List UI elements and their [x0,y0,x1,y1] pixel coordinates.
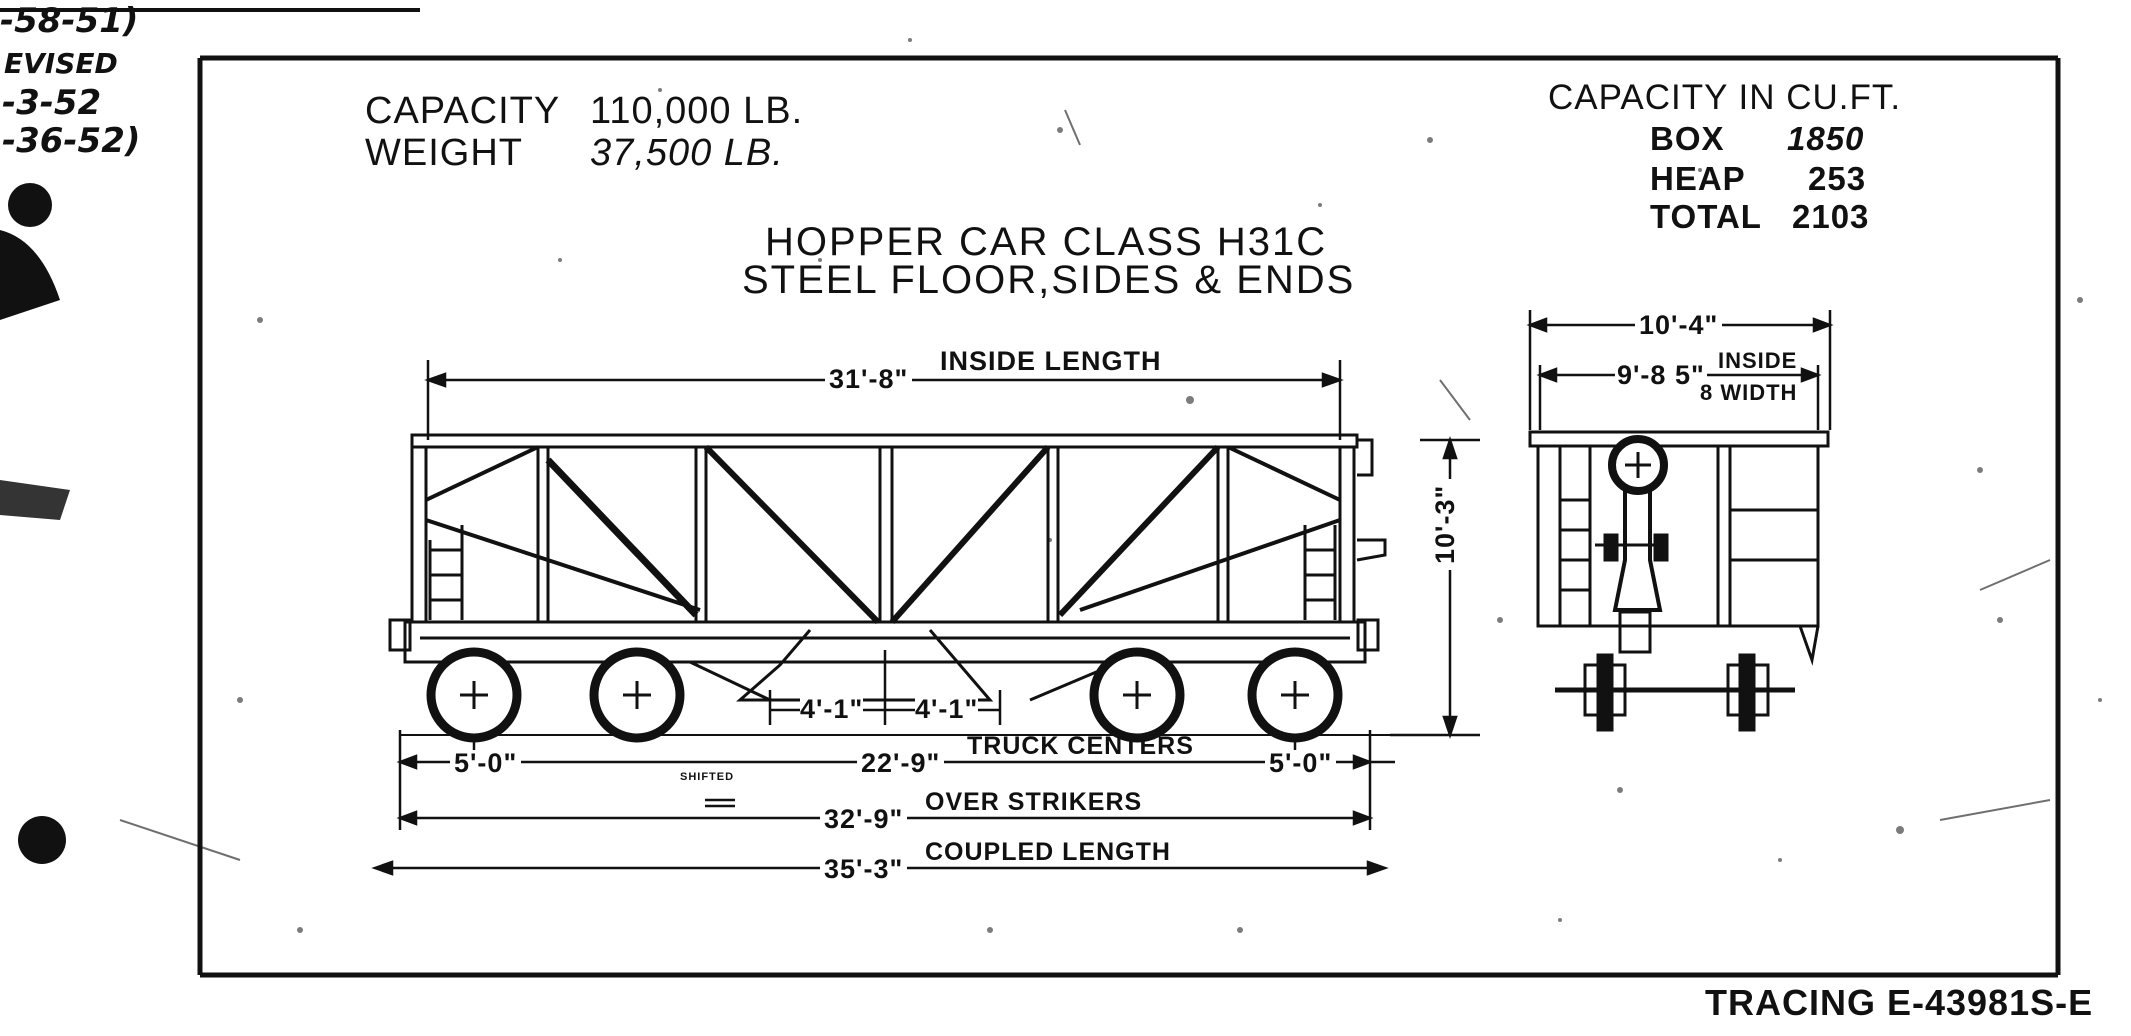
tracing-number: TRACING E-43981S-E [1705,982,2094,1023]
scan-streaks [119,109,2051,861]
wheel-icon [1247,647,1343,743]
side-view [388,433,1387,702]
cubic-capacity-heading: CAPACITY IN CU.FT. [1548,78,1902,117]
end-inside-width-value: 9'-8 5" [1615,360,1707,390]
end-view [1528,430,1830,732]
capacity-label: CAPACITY [365,90,561,132]
revision-note-1: -58-51) [0,1,139,41]
over-strikers-value: 32'-9" [820,806,908,833]
weight-value: 37,500 LB. [590,132,784,174]
hopper-left-dim: 4'-1" [800,694,864,724]
weight-label: WEIGHT [365,132,523,174]
revision-note-3: -3-52 [2,83,102,123]
end-right-dim: 5'-0" [1265,750,1337,777]
binder-hole-icon [18,816,66,864]
truck-centers-value: 22'-9" [857,750,945,777]
shifted-note: SHIFTED [680,771,735,783]
cu-total-label: TOTAL [1650,198,1762,235]
hopper-right-dim: 4'-1" [915,694,979,724]
inside-length-value: 31'-8" [825,366,913,393]
cu-heap-value: 253 [1808,160,1867,197]
revision-note-4: -36-52) [2,121,141,161]
cu-heap-label: HEAP [1650,160,1746,197]
coupled-length-label: COUPLED LENGTH [925,838,1171,866]
wheels [426,647,1343,743]
binder-mark [0,230,60,320]
coupled-length-value: 35'-3" [820,856,908,883]
height-value: 10'-3" [1430,478,1460,570]
binder-hole-icon [8,183,52,227]
wheel-icon [426,647,522,743]
end-overall-width: 10'-4" [1635,312,1723,339]
end-inside-label-2: 8 WIDTH [1700,380,1798,405]
revision-note-2: EVISED [4,47,118,80]
binder-holes [0,183,70,864]
drawing-title-line2: STEEL FLOOR,SIDES & ENDS [742,258,1356,302]
scan-noise [237,38,2102,933]
drawing-title-line1: HOPPER CAR CLASS H31C [765,220,1328,264]
over-strikers-label: OVER STRIKERS [925,788,1143,816]
truck-centers-label: TRUCK CENTERS [967,732,1194,760]
capacity-value: 110,000 LB. [590,90,804,132]
inside-length-label: INSIDE LENGTH [940,346,1162,376]
cu-box-label: BOX [1650,120,1725,157]
wheel-icon [589,647,685,743]
border-frame [0,8,2061,978]
end-inside-label-1: INSIDE [1718,348,1798,373]
cu-total-value: 2103 [1792,198,1870,235]
wheel-icon [1089,647,1185,743]
cu-box-value: 1850 [1787,120,1865,157]
end-left-dim: 5'-0" [450,750,522,777]
